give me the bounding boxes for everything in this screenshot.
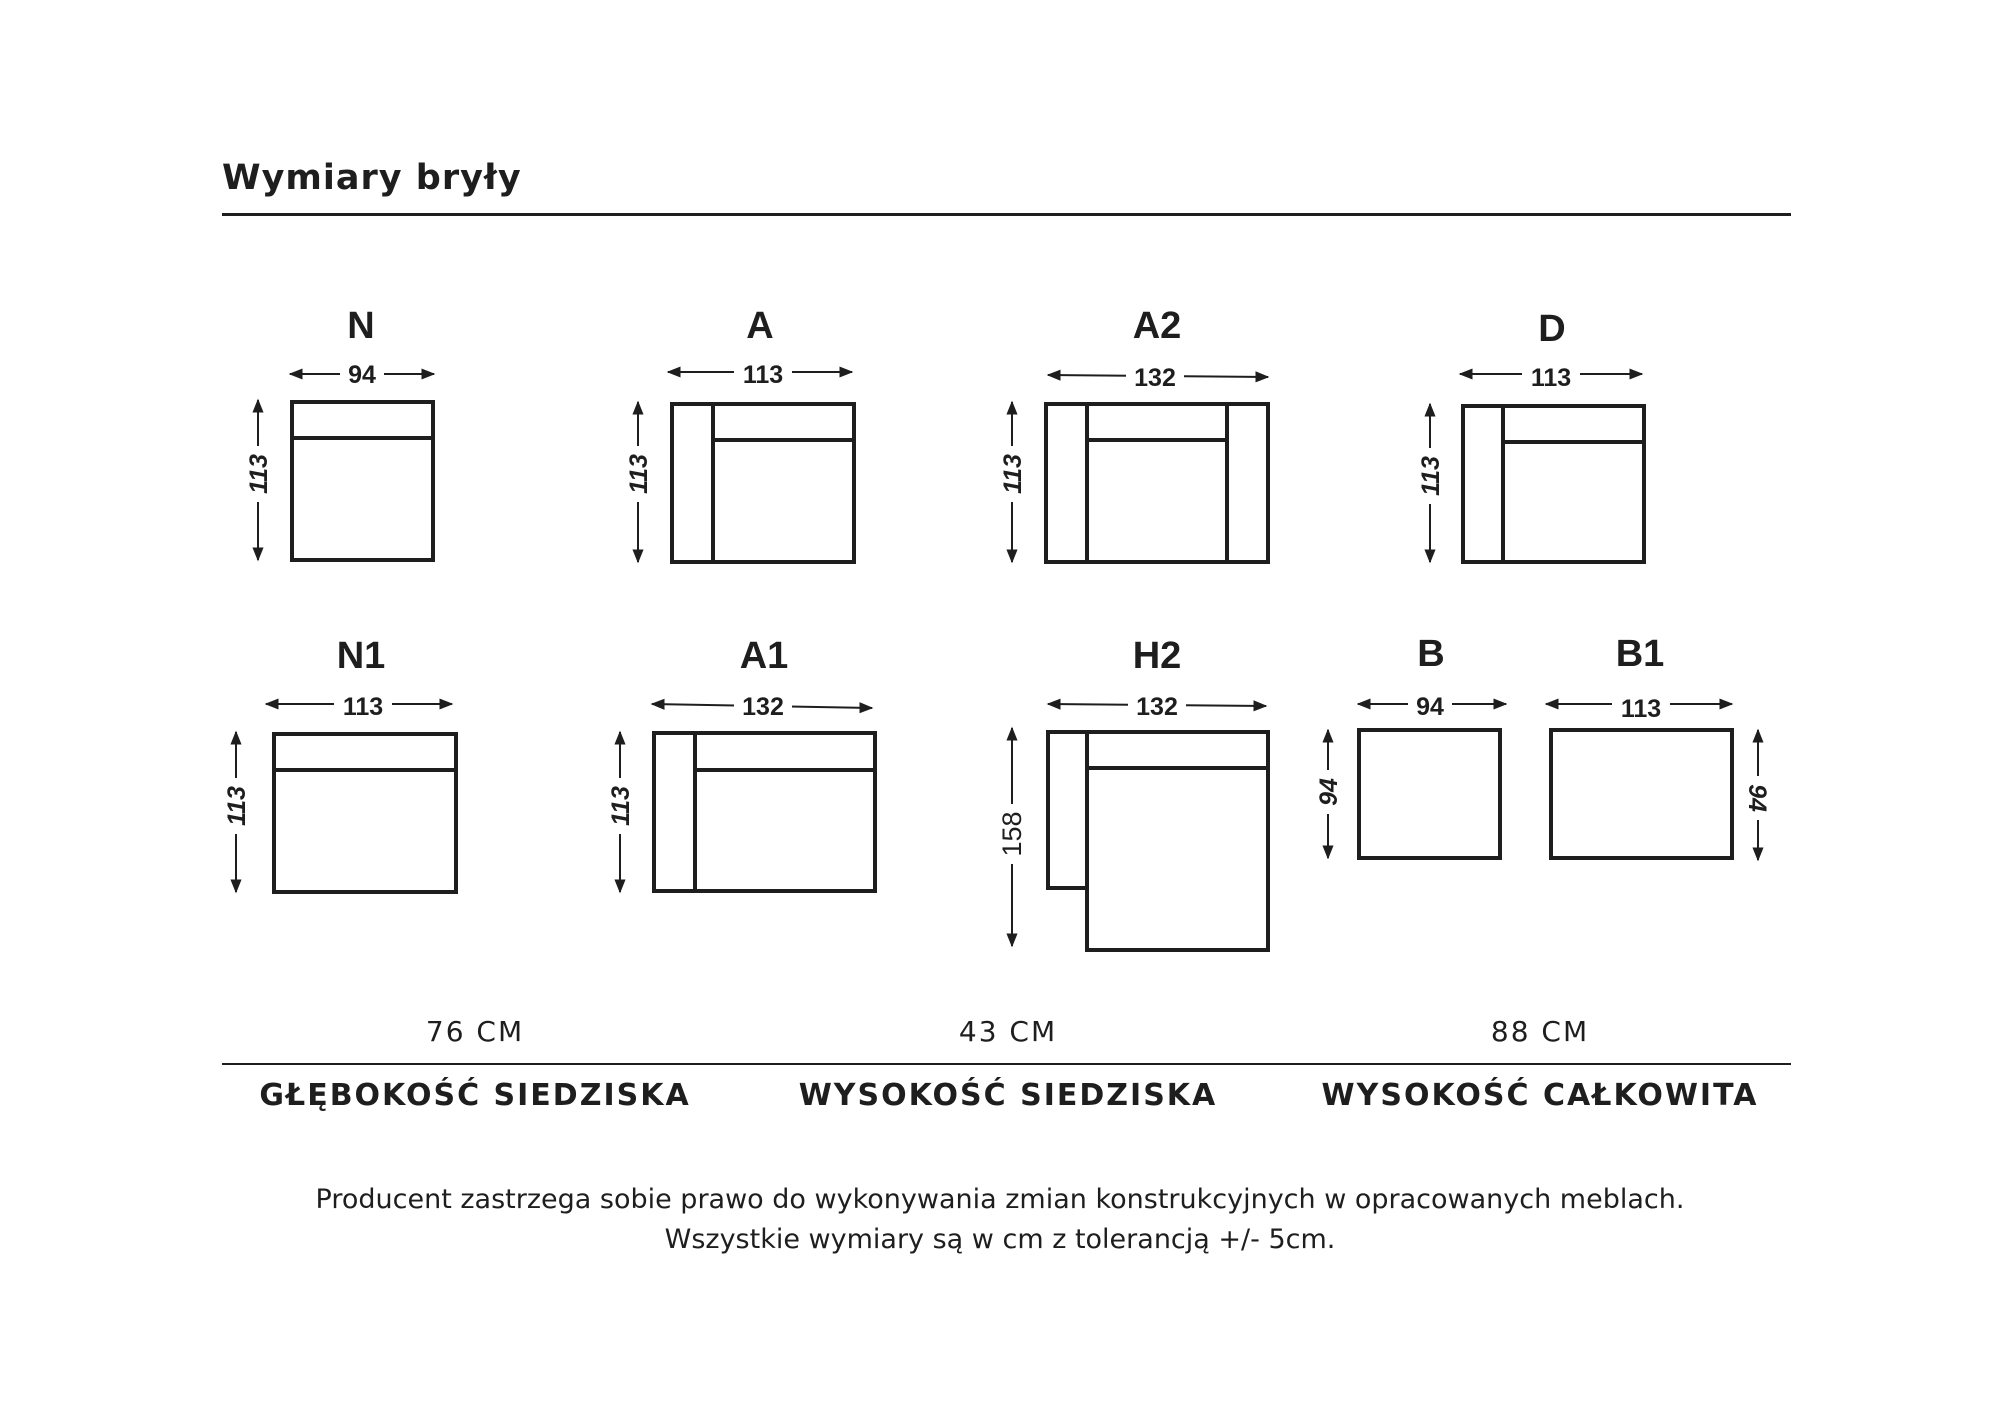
page-title: Wymiary bryły xyxy=(222,158,522,198)
module-b1-width-label: 113 xyxy=(1621,695,1661,723)
module-b-width-label: 94 xyxy=(1416,693,1444,721)
module-h2-depth-label: 158 xyxy=(997,811,1027,856)
module-d-name: D xyxy=(1538,308,1565,350)
seat-height-label: WYSOKOŚĆ SIEDZISKA xyxy=(798,1078,1218,1113)
module-b1-name: B1 xyxy=(1616,633,1665,675)
module-b1-depth-label: 94 xyxy=(1743,784,1771,812)
module-a2-width-label: 132 xyxy=(1134,364,1176,392)
module-a1-width-label: 132 xyxy=(742,693,784,721)
module-a1 xyxy=(614,698,877,894)
module-a1-depth-label: 113 xyxy=(607,786,635,826)
module-n1-outline xyxy=(272,732,458,894)
module-h2-name: H2 xyxy=(1133,635,1182,677)
total-height-value: 88 CM xyxy=(1490,1015,1590,1048)
module-a-outline xyxy=(670,402,856,564)
module-a2-depth-label: 113 xyxy=(999,454,1027,494)
title-divider xyxy=(222,213,1791,216)
disclaimer-line-2: Wszystkie wymiary są w cm z tolerancją +… xyxy=(664,1224,1336,1255)
module-a1-name: A1 xyxy=(740,635,789,677)
seat-depth-label: GŁĘBOKOŚĆ SIEDZISKA xyxy=(259,1078,691,1113)
module-a2-name: A2 xyxy=(1133,305,1182,347)
module-a2 xyxy=(1006,369,1270,564)
seat-depth-value: 76 CM xyxy=(425,1015,525,1048)
module-n-depth-label: 113 xyxy=(245,454,273,494)
module-a-name: A xyxy=(746,305,773,347)
seat-height-value: 43 CM xyxy=(958,1015,1058,1048)
module-b-outline xyxy=(1357,728,1502,860)
module-d-depth-label: 113 xyxy=(1417,456,1445,496)
module-b xyxy=(1322,698,1508,860)
module-d xyxy=(1424,368,1646,564)
total-height-label: WYSOKOŚĆ CAŁKOWITA xyxy=(1321,1078,1759,1113)
module-n1-name: N1 xyxy=(337,635,386,677)
module-h2-outline xyxy=(1046,730,1270,952)
disclaimer-line-1: Producent zastrzega sobie prawo do wykon… xyxy=(315,1184,1685,1215)
module-a-width-label: 113 xyxy=(743,361,783,389)
module-b1 xyxy=(1544,698,1764,862)
module-n1-depth-label: 113 xyxy=(223,786,251,826)
module-n1 xyxy=(230,698,458,894)
module-n-name: N xyxy=(347,305,374,347)
module-h2 xyxy=(1006,698,1270,952)
module-h2-width-label: 132 xyxy=(1136,693,1178,721)
specs-divider xyxy=(222,1063,1791,1065)
module-n-width-label: 94 xyxy=(348,361,376,389)
module-a1-outline xyxy=(652,731,877,893)
module-n xyxy=(252,368,436,562)
module-a xyxy=(632,366,856,564)
module-d-outline xyxy=(1461,404,1646,564)
module-b-depth-label: 94 xyxy=(1315,778,1343,806)
module-b1-outline xyxy=(1549,728,1734,860)
module-b-name: B xyxy=(1417,633,1444,675)
module-a-depth-label: 113 xyxy=(625,454,653,494)
module-a2-outline xyxy=(1044,402,1270,564)
module-n1-width-label: 113 xyxy=(343,693,383,721)
module-d-width-label: 113 xyxy=(1531,364,1571,392)
module-n-outline xyxy=(290,400,435,562)
